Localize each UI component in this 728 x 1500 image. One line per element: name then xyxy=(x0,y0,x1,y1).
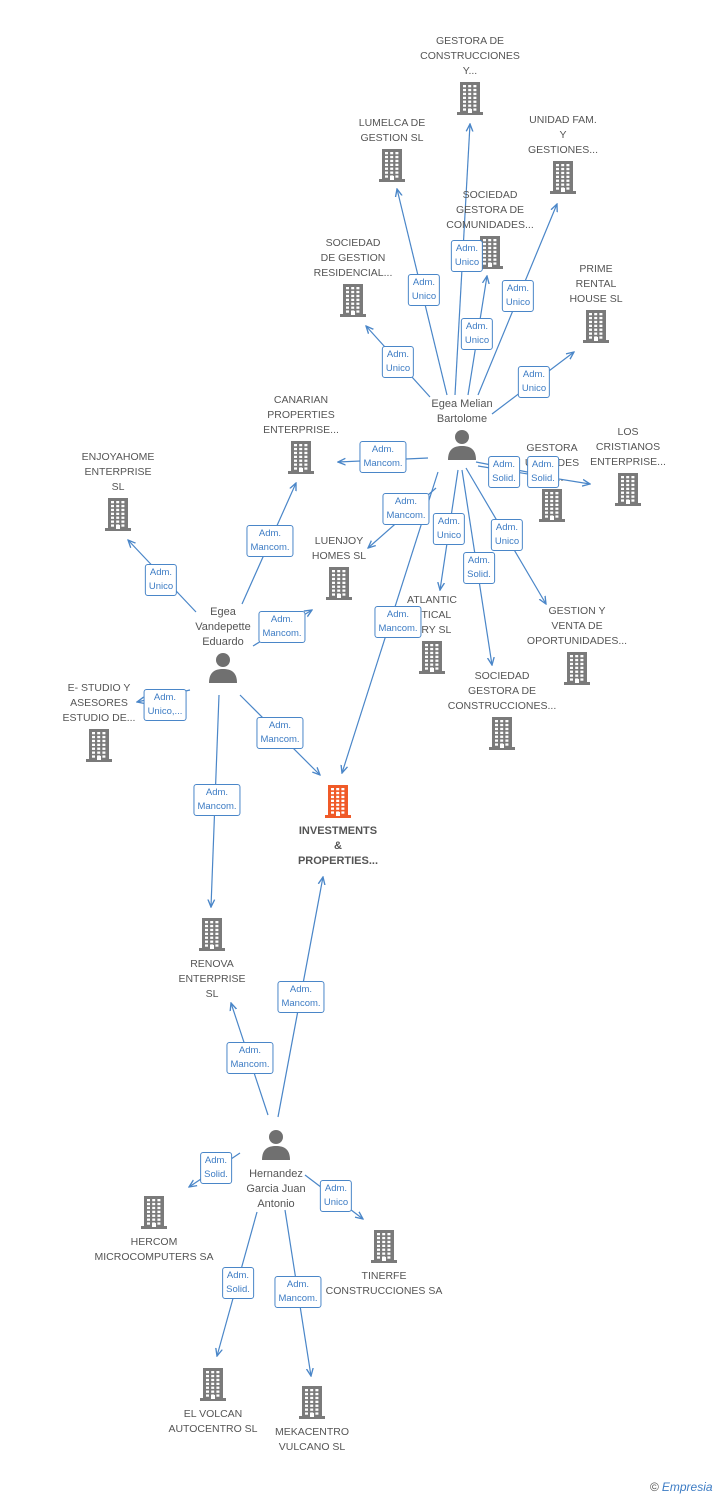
company-name: GESTION Y VENTA DE OPORTUNIDADES... xyxy=(526,605,628,647)
company-node-luenjoy[interactable]: LUENJOY HOMES SL xyxy=(273,534,405,600)
company-node-lumelca[interactable]: LUMELCA DE GESTION SL xyxy=(326,116,458,182)
relation-badge[interactable]: Adm. Unico xyxy=(501,280,535,312)
building-icon xyxy=(549,160,577,194)
company-node-gestion-venta[interactable]: GESTION Y VENTA DE OPORTUNIDADES... xyxy=(511,604,643,685)
company-name: INVESTMENTS & PROPERTIES... xyxy=(297,825,379,867)
person-name: Egea Melian Bartolome xyxy=(431,398,493,425)
person-icon xyxy=(261,1129,291,1161)
company-name: SOCIEDAD DE GESTION RESIDENCIAL... xyxy=(313,237,393,279)
building-icon xyxy=(488,716,516,750)
person-node-egea-melian[interactable]: Egea Melian Bartolome xyxy=(396,397,528,461)
building-icon xyxy=(339,283,367,317)
relation-badge[interactable]: Adm. Unico xyxy=(407,274,441,306)
relation-badge[interactable]: Adm. Mancom. xyxy=(193,784,241,816)
building-icon xyxy=(456,81,484,115)
company-name: SOCIEDAD GESTORA DE COMUNIDADES... xyxy=(446,189,534,231)
relation-badge[interactable]: Adm. Unico,... xyxy=(143,689,187,721)
person-icon xyxy=(208,652,238,684)
person-name: Hernandez Garcia Juan Antonio xyxy=(246,1168,306,1210)
company-node-gestora-construcciones-y[interactable]: GESTORA DE CONSTRUCCIONES Y... xyxy=(404,34,536,115)
company-name: LOS CRISTIANOS ENTERPRISE... xyxy=(590,426,666,468)
company-node-prime-rental[interactable]: PRIME RENTAL HOUSE SL xyxy=(530,262,662,343)
company-name: SOCIEDAD GESTORA DE CONSTRUCCIONES... xyxy=(447,670,557,712)
relation-badge[interactable]: Adm. Unico xyxy=(490,519,524,551)
company-name: TINERFE CONSTRUCCIONES SA xyxy=(325,1270,443,1297)
building-icon xyxy=(538,488,566,522)
relation-badge[interactable]: Adm. Unico xyxy=(432,513,466,545)
building-icon xyxy=(140,1195,168,1229)
company-name: PRIME RENTAL HOUSE SL xyxy=(569,263,623,305)
company-node-sociedad-gestora-comunidades[interactable]: SOCIEDAD GESTORA DE COMUNIDADES... xyxy=(424,188,556,269)
brand-name: Empresia xyxy=(661,1480,713,1494)
company-node-enjoyahome[interactable]: ENJOYAHOME ENTERPRISE SL xyxy=(52,450,184,531)
relation-badge[interactable]: Adm. Mancom. xyxy=(359,441,407,473)
building-icon xyxy=(324,784,352,818)
person-node-egea-vandepette[interactable]: Egea Vandepette Eduardo xyxy=(157,605,289,684)
company-node-tinerfe[interactable]: TINERFE CONSTRUCCIONES SA xyxy=(318,1229,450,1299)
company-node-el-volcan[interactable]: EL VOLCAN AUTOCENTRO SL xyxy=(147,1367,279,1437)
company-node-sociedad-gestion-residencial[interactable]: SOCIEDAD DE GESTION RESIDENCIAL... xyxy=(287,236,419,317)
relation-badge[interactable]: Adm. Mancom. xyxy=(374,606,422,638)
building-icon xyxy=(287,440,315,474)
company-name: UNIDAD FAM. Y GESTIONES... xyxy=(527,114,598,156)
building-icon xyxy=(582,309,610,343)
company-name: RENOVA ENTERPRISE SL xyxy=(178,958,246,1000)
company-node-atlantic[interactable]: ATLANTIC ...TICAL ...RY SL xyxy=(366,593,498,674)
person-icon xyxy=(447,429,477,461)
person-node-hernandez[interactable]: Hernandez Garcia Juan Antonio xyxy=(210,1129,342,1212)
relation-badge[interactable]: Adm. Unico xyxy=(517,366,551,398)
copyright-icon: © xyxy=(650,1480,659,1494)
relation-badge[interactable]: Adm. Solid. xyxy=(200,1152,232,1184)
company-node-los-cristianos[interactable]: LOS CRISTIANOS ENTERPRISE... xyxy=(562,425,694,506)
relation-badge[interactable]: Adm. Solid. xyxy=(488,456,520,488)
relation-badge[interactable]: Adm. Unico xyxy=(450,240,484,272)
relation-badge[interactable]: Adm. Unico xyxy=(381,346,415,378)
building-icon xyxy=(199,1367,227,1401)
brand-watermark[interactable]: ©Empresia xyxy=(650,1480,713,1494)
company-name: E- STUDIO Y ASESORES ESTUDIO DE... xyxy=(62,682,136,724)
company-name: GESTORA DE CONSTRUCCIONES Y... xyxy=(420,35,520,77)
company-node-canarian[interactable]: CANARIAN PROPERTIES ENTERPRISE... xyxy=(235,393,367,474)
company-name: EL VOLCAN AUTOCENTRO SL xyxy=(168,1408,258,1435)
building-icon xyxy=(85,728,113,762)
building-icon xyxy=(325,566,353,600)
relation-badge[interactable]: Adm. Unico xyxy=(319,1180,353,1212)
relation-badge[interactable]: Adm. Solid. xyxy=(463,552,495,584)
company-name: HERCOM MICROCOMPUTERS SA xyxy=(94,1236,214,1263)
company-name: ENJOYAHOME ENTERPRISE SL xyxy=(81,451,155,493)
company-node-renova[interactable]: RENOVA ENTERPRISE SL xyxy=(146,917,278,1002)
relation-badge[interactable]: Adm. Unico xyxy=(144,564,178,596)
company-node-e-studio[interactable]: E- STUDIO Y ASESORES ESTUDIO DE... xyxy=(33,681,165,762)
building-icon xyxy=(298,1385,326,1419)
relation-badge[interactable]: Adm. Mancom. xyxy=(277,981,325,1013)
company-node-sociedad-gestora-construcciones[interactable]: SOCIEDAD GESTORA DE CONSTRUCCIONES... xyxy=(436,669,568,750)
company-node-hercom[interactable]: HERCOM MICROCOMPUTERS SA xyxy=(88,1195,220,1265)
building-icon xyxy=(378,148,406,182)
relation-badge[interactable]: Adm. Mancom. xyxy=(246,525,294,557)
company-name: MEKACENTRO VULCANO SL xyxy=(274,1426,350,1453)
building-icon xyxy=(370,1229,398,1263)
building-icon xyxy=(563,651,591,685)
company-node-mekacentro[interactable]: MEKACENTRO VULCANO SL xyxy=(246,1385,378,1455)
company-node-unidad-fam[interactable]: UNIDAD FAM. Y GESTIONES... xyxy=(497,113,629,194)
company-name: CANARIAN PROPERTIES ENTERPRISE... xyxy=(263,394,339,436)
relation-badge[interactable]: Adm. Solid. xyxy=(527,456,559,488)
building-icon xyxy=(614,472,642,506)
relation-badge[interactable]: Adm. Mancom. xyxy=(258,611,306,643)
relation-badge[interactable]: Adm. Unico xyxy=(460,318,494,350)
relation-badge[interactable]: Adm. Mancom. xyxy=(226,1042,274,1074)
center-company-node[interactable]: INVESTMENTS & PROPERTIES... xyxy=(272,784,404,869)
relation-badge[interactable]: Adm. Mancom. xyxy=(256,717,304,749)
company-name: LUENJOY HOMES SL xyxy=(311,535,367,562)
company-name: LUMELCA DE GESTION SL xyxy=(358,117,426,144)
relation-badge[interactable]: Adm. Solid. xyxy=(222,1267,254,1299)
relation-badge[interactable]: Adm. Mancom. xyxy=(382,493,430,525)
building-icon xyxy=(198,917,226,951)
relation-badge[interactable]: Adm. Mancom. xyxy=(274,1276,322,1308)
building-icon xyxy=(476,235,504,269)
person-name: Egea Vandepette Eduardo xyxy=(195,606,251,648)
building-icon xyxy=(104,497,132,531)
building-icon xyxy=(418,640,446,674)
